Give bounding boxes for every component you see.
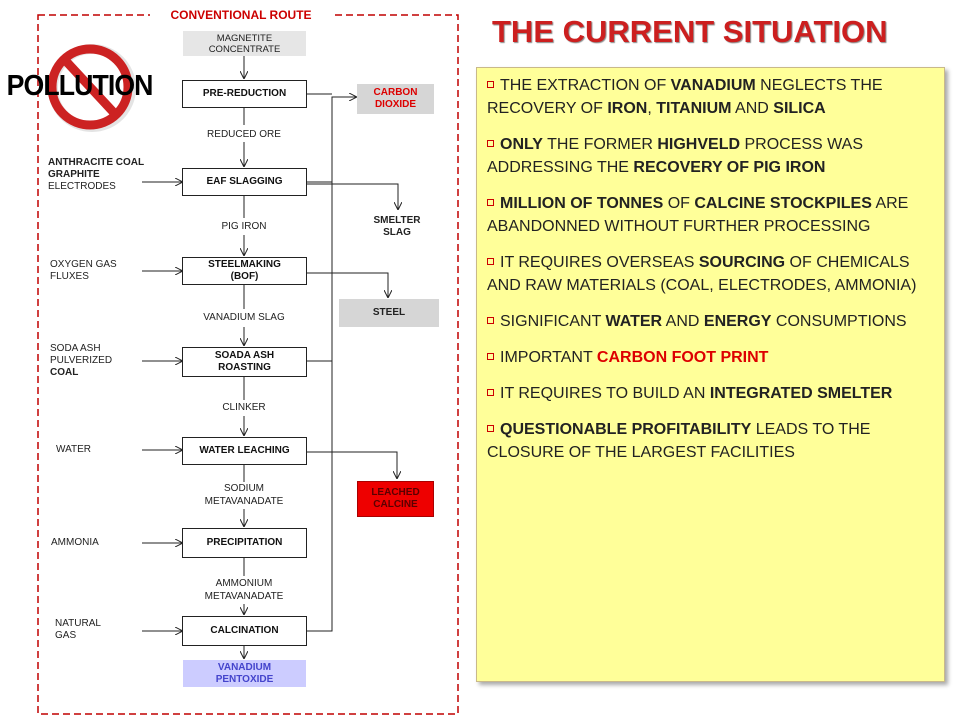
step-steelmaking: STEELMAKING (BOF) (182, 257, 307, 285)
output-smelter-slag: SMELTER SLAG (373, 215, 421, 238)
bullet-text-segment: QUESTIONABLE PROFITABILITY (500, 421, 752, 438)
bullet-text-segment: NEGLECTS THE RECOVERY OF (487, 77, 883, 117)
output-leached-calcine: LEACHED CALCINE (357, 481, 434, 517)
step-water-leaching: WATER LEACHING (182, 437, 307, 465)
bullet-text-segment: CARBON FOOT PRINT (596, 349, 769, 366)
input-bof-line2: FLUXES (50, 271, 89, 282)
bullet-text-segment: ONLY (500, 136, 543, 153)
output-steel: STEEL (339, 299, 439, 327)
input-precip: AMMONIA (51, 537, 99, 548)
input-calc: NATURAL GAS (55, 618, 101, 642)
bullet-text-segment: IT REQUIRES TO BUILD AN (500, 385, 710, 402)
bullet-text-segment: HIGHVELD (657, 136, 741, 153)
input-calc-line2: GAS (55, 630, 77, 641)
arrow-steel (307, 272, 388, 297)
step-precipitation: PRECIPITATION (182, 528, 307, 558)
arrow-carbon-dioxide (307, 97, 356, 632)
intermediate-reduced-ore: REDUCED ORE (207, 129, 281, 140)
bullet-text-segment: LEADS TO THE CLOSURE OF THE LARGEST FACI… (487, 421, 871, 461)
situation-bullet: IT REQUIRES TO BUILD AN INTEGRATED SMELT… (487, 382, 936, 405)
intermediate-sodium-metavanadate: SODIUM METAVANADATE (204, 483, 284, 507)
pollution-logo: POLLUTION (6, 44, 166, 134)
input-roast: SODA ASH PULVERIZED COAL (50, 343, 112, 379)
step-pre-reduction: PRE-REDUCTION (182, 80, 307, 108)
bullet-text-segment: ENERGY (703, 313, 772, 330)
no-sign-icon (47, 44, 136, 132)
situation-bullet: SIGNIFICANT WATER AND ENERGY CONSUMPTION… (487, 310, 936, 333)
bullet-text-segment: OF CHEMICALS AND RAW MATERIALS (COAL, EL… (487, 254, 917, 294)
bullet-text-segment: SOURCING (698, 254, 786, 271)
situation-bullet: IMPORTANT CARBON FOOT PRINT (487, 346, 936, 369)
bullet-square-icon (487, 199, 494, 207)
bullet-text-segment: PROCESS WAS ADDRESSING THE (487, 136, 864, 176)
bullet-text-segment: THE EXTRACTION OF (500, 77, 671, 94)
situation-panel: THE EXTRACTION OF VANADIUM NEGLECTS THE … (476, 67, 945, 682)
bullet-text-segment: IRON (607, 100, 648, 117)
route-title: CONVENTIONAL ROUTE (150, 8, 332, 22)
input-leach: WATER (56, 444, 91, 455)
feed-box: MAGNETITE CONCENTRATE (183, 31, 306, 56)
bullet-square-icon (487, 425, 494, 433)
intermediate-vanadium-slag: VANADIUM SLAG (203, 312, 285, 323)
input-eaf-line1: ANTHRACITE COAL (48, 157, 145, 168)
bullet-text-segment: WATER (605, 313, 663, 330)
situation-title: THE CURRENT SITUATION (492, 14, 888, 49)
bullet-text-segment: RECOVERY OF PIG IRON (633, 159, 826, 176)
bullet-text-segment: IMPORTANT (500, 349, 597, 366)
bullet-text-segment: INTEGRATED SMELTER (709, 385, 893, 402)
output-carbon-dioxide: CARBON DIOXIDE (357, 84, 434, 114)
input-bof: OXYGEN GAS FLUXES (50, 259, 117, 283)
bullet-text-segment: CALCINE STOCKPILES (694, 195, 872, 212)
input-eaf-line2: GRAPHITE (48, 169, 100, 180)
bullet-square-icon (487, 317, 494, 325)
input-eaf: ANTHRACITE COAL GRAPHITE ELECTRODES (48, 157, 144, 193)
bullet-square-icon (487, 258, 494, 266)
intermediate-ammonium-metavanadate: AMMONIUM METAVANADATE (204, 578, 284, 602)
input-calc-line1: NATURAL (55, 618, 101, 629)
bullet-square-icon (487, 140, 494, 148)
situation-bullet: MILLION OF TONNES OF CALCINE STOCKPILES … (487, 192, 936, 238)
bullet-square-icon (487, 389, 494, 397)
input-roast-line3: COAL (50, 367, 79, 378)
pollution-label: POLLUTION (6, 70, 154, 102)
intermediate-clinker: CLINKER (222, 402, 266, 413)
arrow-leached-calcine (307, 451, 397, 478)
output-vanadium-pentoxide: VANADIUM PENTOXIDE (183, 660, 306, 687)
bullet-text-segment: AND (662, 313, 704, 330)
situation-bullet: IT REQUIRES OVERSEAS SOURCING OF CHEMICA… (487, 251, 936, 297)
input-roast-line2: PULVERIZED (50, 355, 113, 366)
bullet-square-icon (487, 81, 494, 89)
situation-bullet: THE EXTRACTION OF VANADIUM NEGLECTS THE … (487, 74, 936, 120)
situation-bullet: QUESTIONABLE PROFITABILITY LEADS TO THE … (487, 418, 936, 464)
bullet-text-segment: VANADIUM (670, 77, 756, 94)
bullet-text-segment: AND (731, 100, 774, 117)
bullet-text-segment: , (647, 100, 657, 117)
intermediate-pig-iron: PIG IRON (221, 221, 267, 232)
bullet-text-segment: IT REQUIRES OVERSEAS (500, 254, 699, 271)
bullet-text-segment: OF (663, 195, 695, 212)
bullet-text-segment: TITANIUM (656, 100, 732, 117)
bullet-text-segment: SIGNIFICANT (500, 313, 606, 330)
bullet-text-segment: ARE ABANDONNED WITHOUT FURTHER PROCESSIN… (487, 195, 909, 235)
arrow-smelter-slag (307, 183, 398, 209)
bullet-text-segment: THE FORMER (542, 136, 658, 153)
bullet-square-icon (487, 353, 494, 361)
step-soda-ash-roasting: SOADA ASH ROASTING (182, 347, 307, 377)
input-bof-line1: OXYGEN GAS (50, 259, 117, 270)
input-roast-line1: SODA ASH (50, 343, 101, 354)
input-eaf-line3: ELECTRODES (48, 181, 116, 192)
step-eaf-slagging: EAF SLAGGING (182, 168, 307, 196)
bullet-text-segment: MILLION OF TONNES (500, 195, 664, 212)
bullet-text-segment: CONSUMPTIONS (771, 313, 907, 330)
bullet-text-segment: SILICA (773, 100, 826, 117)
step-calcination: CALCINATION (182, 616, 307, 646)
situation-bullet: ONLY THE FORMER HIGHVELD PROCESS WAS ADD… (487, 133, 936, 179)
